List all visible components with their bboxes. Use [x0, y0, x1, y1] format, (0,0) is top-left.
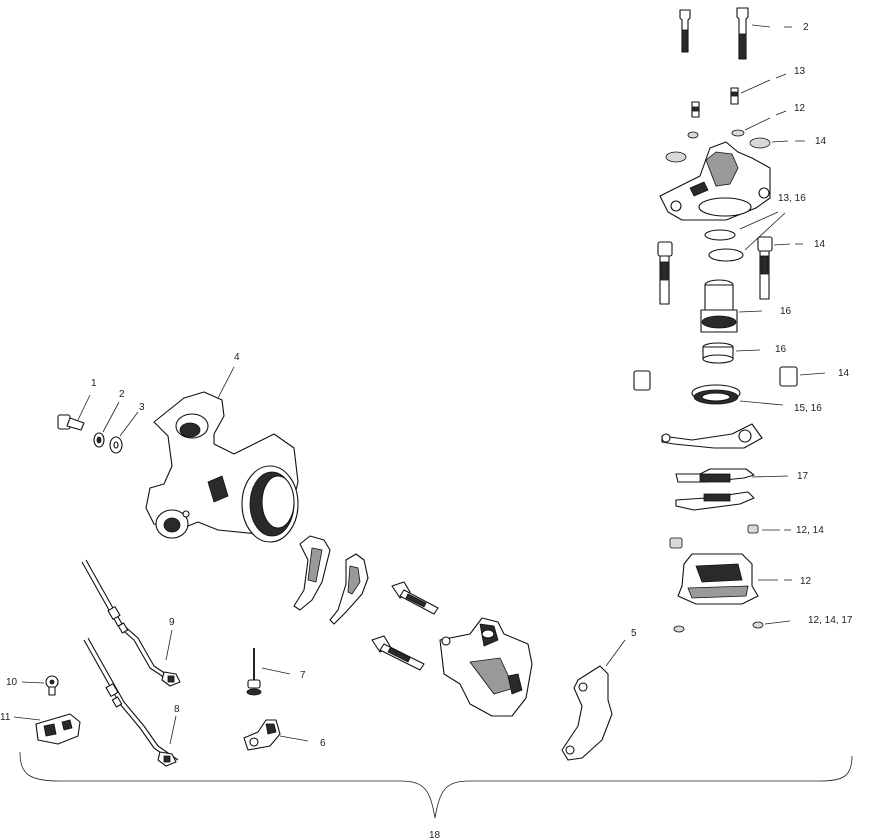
brake-pad-17-a [675, 468, 755, 483]
bleeder-screw-13-a [730, 87, 739, 105]
washer-12-b [687, 131, 699, 139]
callout-14-right: 14 [838, 368, 850, 379]
caliper-lower-housing [677, 553, 759, 605]
callout-16-b: 16 [775, 344, 787, 355]
callout-10: 10 [6, 677, 18, 688]
caliper-mount-bracket-5 [561, 665, 613, 761]
piston-16-a [700, 279, 738, 333]
bolt-part-2-b [736, 7, 749, 60]
bleeder-screw-13-b [691, 101, 700, 118]
o-ring-b [708, 248, 744, 262]
bushing-14-b [779, 366, 798, 387]
clamp-part-6 [243, 719, 281, 751]
callout-12-top: 12 [794, 103, 806, 114]
brake-line-9 [81, 559, 181, 687]
clip-part-11 [35, 713, 81, 745]
rivet-part-7 [246, 648, 262, 696]
callout-13-16: 13, 16 [778, 193, 806, 204]
bushing-14-a [633, 370, 651, 391]
callout-12-14-17: 12, 14, 17 [808, 615, 853, 626]
screw-part-10 [45, 675, 59, 696]
seal-14-a [749, 137, 771, 149]
bolt-part-1 [57, 414, 85, 431]
callout-3: 3 [139, 402, 145, 413]
o-ring-a [704, 229, 736, 241]
brake-pad-17-b [675, 491, 755, 511]
callout-13-top: 13 [794, 66, 806, 77]
callout-4: 4 [234, 352, 240, 363]
washer-12-a [731, 129, 745, 137]
callout-7: 7 [300, 670, 306, 681]
slide-pin-14-b [757, 236, 773, 300]
caliper-bracket-plate [661, 423, 763, 449]
washer-12-14-17-b [752, 621, 764, 629]
callout-2-left: 2 [119, 389, 125, 400]
assembly-brace-18 [19, 751, 853, 819]
callout-2-top: 2 [803, 22, 809, 33]
caliper-bolt-a [391, 581, 439, 615]
callout-12-14: 12, 14 [796, 525, 824, 536]
washer-12-14-17-a [673, 625, 685, 633]
steering-knuckle-4 [145, 391, 299, 543]
seal-14-b [665, 151, 687, 163]
callout-12-low: 12 [800, 576, 812, 587]
clip-12-14-a [747, 524, 759, 534]
brake-pad-center-a [293, 535, 331, 611]
seal-15-16 [691, 384, 741, 405]
callout-11: 11 [0, 712, 11, 723]
brake-line-8 [83, 637, 179, 767]
callout-14-mid: 14 [814, 239, 826, 250]
caliper-upper-housing [659, 141, 771, 221]
callout-8: 8 [174, 704, 180, 715]
callout-6: 6 [320, 738, 326, 749]
callout-15-16: 15, 16 [794, 403, 822, 414]
caliper-assembly [439, 617, 533, 717]
callout-14-top: 14 [815, 136, 827, 147]
clip-12-14-b [669, 537, 683, 549]
caliper-bolt-b [371, 635, 425, 671]
spacer-16-b [702, 342, 734, 364]
slide-pin-14-a [657, 241, 673, 305]
callout-16-a: 16 [780, 306, 792, 317]
callout-18: 18 [429, 830, 441, 839]
callout-1-left: 1 [91, 378, 97, 389]
callout-9: 9 [169, 617, 175, 628]
brake-pad-center-b [329, 553, 369, 625]
bolt-part-2-a [679, 9, 691, 53]
callout-5: 5 [631, 628, 637, 639]
callout-17: 17 [797, 471, 809, 482]
